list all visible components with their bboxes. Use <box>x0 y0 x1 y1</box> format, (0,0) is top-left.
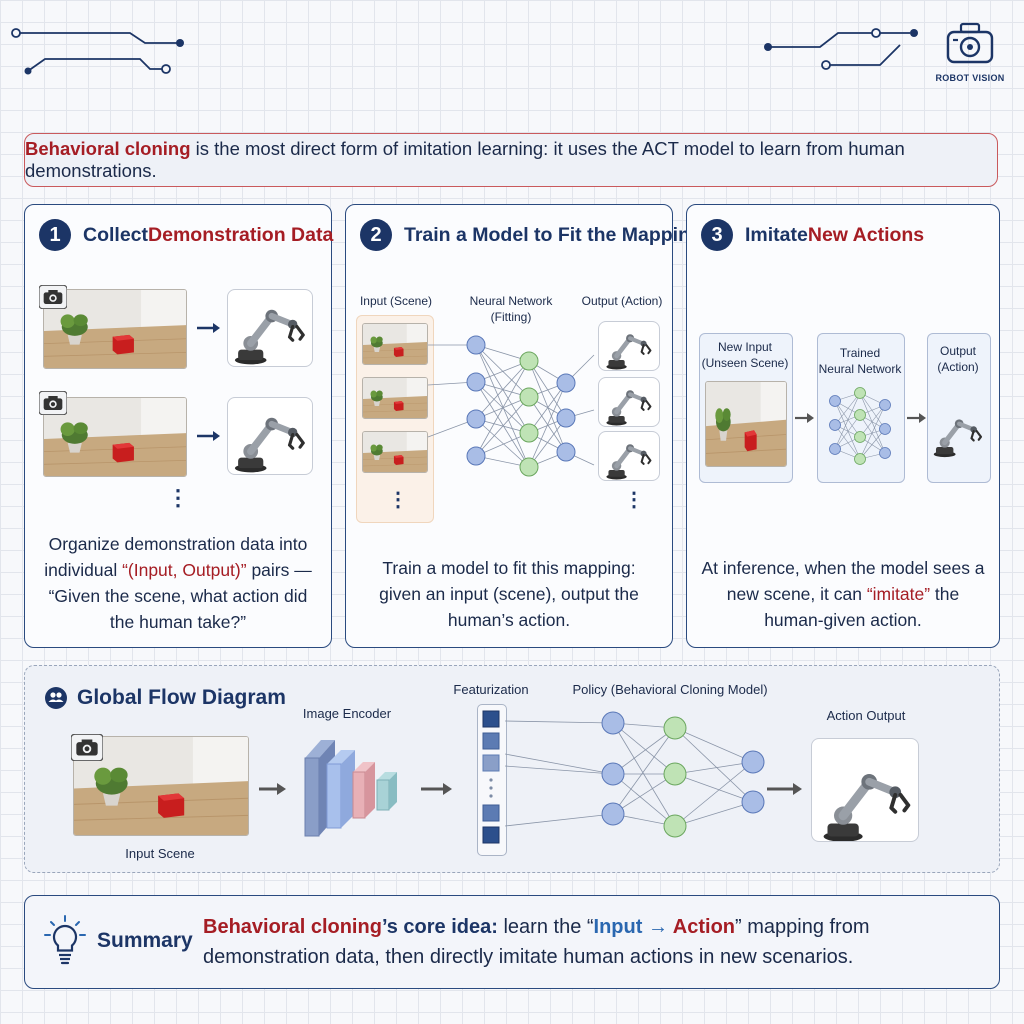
panel-1-title-part1: Collect <box>83 223 149 246</box>
demo-action-1 <box>227 289 313 367</box>
train-scene-2 <box>362 377 428 419</box>
train-output-3 <box>598 431 660 481</box>
lightbulb-icon <box>44 915 86 965</box>
step-number-3: 3 <box>701 219 733 251</box>
circuit-decoration-left <box>11 28 184 75</box>
train-output-1 <box>598 321 660 371</box>
robot-camera-icon <box>946 22 994 64</box>
train-scene-1 <box>362 323 428 365</box>
robot-arm-icon <box>599 322 659 370</box>
robot-arm-icon <box>599 378 659 426</box>
global-flow-diagram: Global Flow Diagram Input Scene Image En… <box>24 665 1000 873</box>
demo-action-2 <box>227 397 313 475</box>
panel-1-title-part2: Demonstration Data <box>148 223 334 246</box>
intro-highlight: Behavioral cloning <box>25 138 191 159</box>
neural-network-label: Neural Network(Fitting) <box>469 294 553 324</box>
robot-arm-icon <box>599 432 659 480</box>
panel-3-title-part2: New Actions <box>807 223 925 246</box>
new-input-label: New Input(Unseen Scene) <box>701 340 789 370</box>
input-scene-caption: Input Scene <box>125 846 195 861</box>
robot-arm-icon <box>228 290 312 366</box>
summary-box: Summary Behavioral cloning’s core idea: … <box>24 895 1000 989</box>
arrow-right-icon <box>421 783 452 795</box>
panel-imitate-actions: 3 Imitate New Actions New Input(Unseen S… <box>686 204 1000 648</box>
step-number-2: 2 <box>360 219 392 251</box>
trained-network-diagram <box>829 387 891 465</box>
train-scene-3 <box>362 431 428 473</box>
arrow-right-icon <box>197 431 220 441</box>
summary-label: Summary <box>97 929 193 952</box>
unseen-scene <box>705 381 787 467</box>
group-icon <box>45 687 67 709</box>
input-ellipsis: ⋮ <box>388 489 408 511</box>
circuit-decoration-right <box>764 28 918 70</box>
intro-banner: Behavioral cloning is the most direct fo… <box>24 133 998 187</box>
panel-3-title-part1: Imitate <box>745 223 808 246</box>
robot-arm-icon <box>929 401 987 463</box>
flow-title: Global Flow Diagram <box>77 686 286 709</box>
logo-label: ROBOT VISION <box>935 73 1005 83</box>
summary-text: Behavioral cloning’s core idea: learn th… <box>203 916 870 968</box>
panel-train-model: 2 Train a Model to Fit the Mapping Input… <box>345 204 702 648</box>
panel-3-description: At inference, when the model sees a new … <box>701 558 985 630</box>
policy-network-diagram <box>505 711 765 838</box>
action-output-label: Action Output <box>826 708 906 723</box>
flow-input-scene <box>73 736 249 836</box>
output-ellipsis: ⋮ <box>624 489 644 511</box>
output-action-label: Output (Action) <box>581 294 663 308</box>
output-action-card <box>927 333 991 483</box>
training-network-diagram <box>427 335 595 477</box>
arrow-right-icon <box>259 783 286 795</box>
step-number-1: 1 <box>39 219 71 251</box>
demo-scene-1 <box>43 289 187 369</box>
image-encoder-label: Image Encoder <box>302 706 392 721</box>
demo-scene-2 <box>43 397 187 477</box>
robot-arm-icon <box>228 398 312 474</box>
arrow-right-icon <box>767 783 802 795</box>
arrow-right-icon <box>907 413 926 423</box>
feature-vector-cells <box>482 710 500 844</box>
featurization-label: Featurization <box>453 682 529 697</box>
intro-text: is the most direct form of imitation lea… <box>25 138 905 181</box>
train-output-2 <box>598 377 660 427</box>
panel-2-description: Train a model to fit this mapping: given… <box>379 558 639 630</box>
panel-2-title: Train a Model to Fit the Mapping <box>404 223 702 246</box>
image-encoder-blocks <box>304 740 397 837</box>
camera-icon <box>71 734 103 761</box>
panel-1-description: Organize demonstration data into individ… <box>44 534 312 632</box>
arrow-right-icon <box>795 413 814 423</box>
camera-icon <box>39 285 67 309</box>
more-ellipsis: ⋮ <box>167 485 189 510</box>
input-scene-label: Input (Scene) <box>359 294 433 308</box>
arrow-right-icon <box>197 323 220 333</box>
robot-arm-icon <box>812 739 918 841</box>
panel-collect-data: 1 Collect Demonstration Data ⋮ Organize … <box>24 204 334 648</box>
action-output-box <box>811 738 919 842</box>
output-action-label-3: Output(Action) <box>937 344 979 374</box>
policy-label: Policy (Behavioral Cloning Model) <box>572 682 768 697</box>
camera-icon <box>39 391 67 415</box>
robot-vision-logo: ROBOT VISION <box>930 22 1010 83</box>
